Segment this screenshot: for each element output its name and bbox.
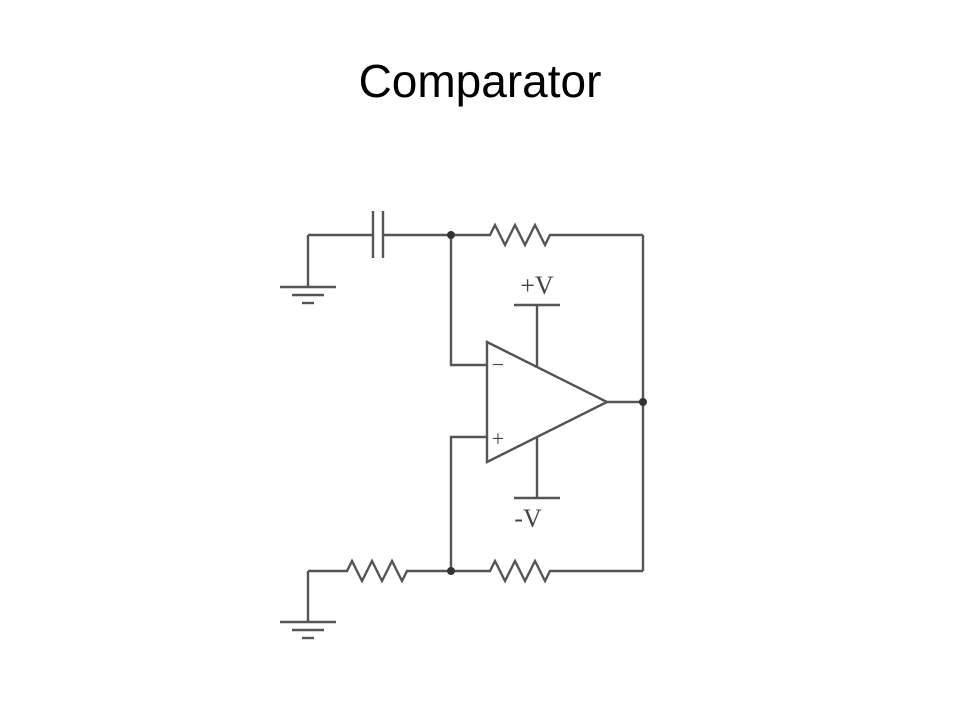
resistor-input-bottom <box>308 558 451 584</box>
ground-symbol-top <box>280 235 336 305</box>
junction-dot-bottom <box>447 567 455 575</box>
negative-supply-label: -V <box>514 504 542 533</box>
positive-supply-label: +V <box>520 271 554 300</box>
positive-supply <box>514 303 560 368</box>
resistor-feedback-bottom <box>451 558 643 584</box>
junction-dot-top <box>447 231 455 239</box>
inverting-input-wire <box>449 235 487 367</box>
junction-dot-output <box>639 398 647 406</box>
noninverting-input-wire <box>449 435 487 571</box>
inverting-input-symbol: − <box>492 352 504 377</box>
slide-title: Comparator <box>358 55 602 107</box>
noninverting-input-symbol: + <box>492 426 504 451</box>
op-amp-triangle <box>485 340 610 464</box>
capacitor <box>308 211 451 258</box>
negative-supply <box>514 437 560 500</box>
resistor-feedback-top <box>451 222 643 248</box>
ground-symbol-bottom <box>280 571 336 640</box>
